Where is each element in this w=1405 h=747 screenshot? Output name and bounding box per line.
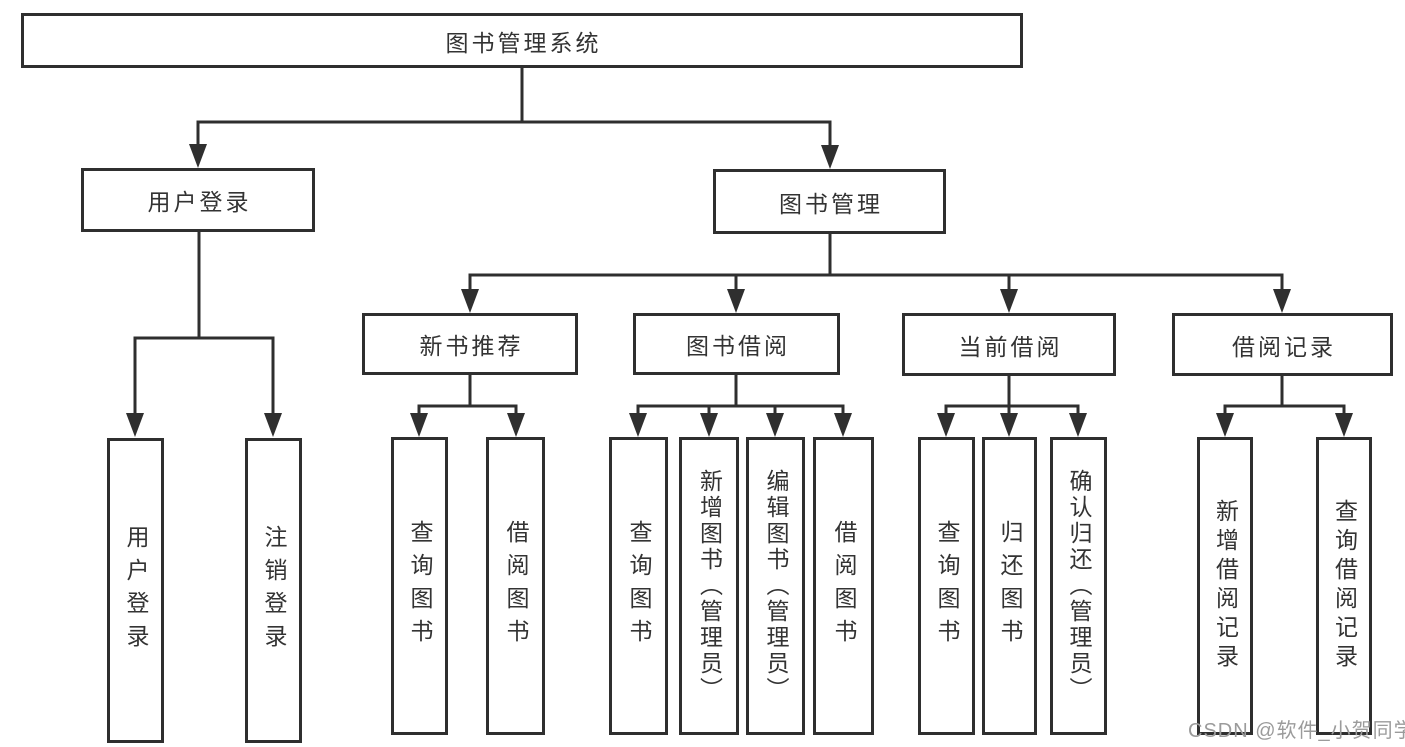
leaf-borrow-books-recommend: 借阅图书 [486,437,545,735]
node-new-book-recommend: 新书推荐 [362,313,578,375]
node-label: 查询图书 [626,520,652,652]
arrowhead-query-books-3 [937,413,955,437]
leaf-return-book: 归还图书 [982,437,1037,735]
leaf-query-books-borrow: 查询图书 [609,437,668,735]
node-book-borrow: 图书借阅 [633,313,840,375]
node-label: 新增借阅记录 [1212,499,1239,673]
node-label: 借阅图书 [503,520,529,652]
arrowhead-book-borrow [727,289,745,313]
leaf-user-login: 用户登录 [107,438,164,743]
node-label: 借阅记录 [1232,333,1336,360]
node-user-login: 用户登录 [81,168,315,232]
connector-user-login-branch [133,336,275,421]
connector-root-branch [196,120,832,151]
node-label: 查询图书 [934,520,960,652]
watermark: CSDN @软件_小贺同学 [1188,720,1405,742]
arrowhead-query-borrow-record [1335,413,1353,437]
node-book-management: 图书管理 [713,169,946,234]
node-label: 图书借阅 [686,333,790,359]
arrowhead-edit-book [766,413,784,437]
arrowhead-current-borrow [1000,289,1018,313]
node-label: 用户登录 [147,189,252,215]
node-label: 归还图书 [997,520,1023,652]
connector-new-book-recommend-branch [417,375,518,421]
node-label: 新书推荐 [419,333,524,359]
leaf-query-books-current: 查询图书 [918,437,975,735]
arrowhead-return-book [1000,413,1018,437]
node-label: 图书管理系统 [445,29,602,56]
node-label: 图书管理 [779,190,883,217]
node-label: 确认归还（管理员） [1066,469,1092,703]
node-label: 当前借阅 [958,333,1063,360]
leaf-add-book-admin: 新增图书（管理员） [679,437,739,735]
node-label: 注销登录 [261,524,287,657]
arrowhead-borrow-records [1273,289,1291,313]
node-label: 查询借阅记录 [1331,499,1358,673]
arrowhead-query-books-2 [629,413,647,437]
connector-book-management-branch [468,273,1284,293]
node-label: 借阅图书 [831,520,857,652]
leaf-add-borrow-record: 新增借阅记录 [1197,437,1253,735]
node-label: 编辑图书（管理员） [763,469,789,703]
node-current-borrow: 当前借阅 [902,313,1116,376]
leaf-logout: 注销登录 [245,438,302,743]
connector-book-borrow-branch [636,375,845,421]
leaf-query-borrow-record: 查询借阅记录 [1316,437,1372,735]
arrowhead-leaf-user-login [126,413,144,437]
arrowhead-add-book [700,413,718,437]
arrowhead-book-management [821,145,839,169]
leaf-borrow-books-borrow: 借阅图书 [813,437,874,735]
connector-borrow-records-branch [1223,376,1346,421]
leaf-edit-book-admin: 编辑图书（管理员） [746,437,805,735]
arrowhead-user-login [189,144,207,168]
node-library-management-system: 图书管理系统 [21,13,1023,68]
node-borrow-records: 借阅记录 [1172,313,1393,376]
arrowhead-confirm-return [1069,413,1087,437]
arrowhead-query-books-1 [410,413,428,437]
node-label: 新增图书（管理员） [696,469,723,703]
arrowhead-borrow-books-2 [834,413,852,437]
arrowhead-new-book-recommend [461,289,479,313]
leaf-query-books-recommend: 查询图书 [391,437,448,735]
leaf-confirm-return-admin: 确认归还（管理员） [1050,437,1107,735]
arrowhead-borrow-books-1 [507,413,525,437]
arrowhead-leaf-logout [264,413,282,437]
arrowhead-add-borrow-record [1216,413,1234,437]
node-label: 查询图书 [407,520,433,652]
node-label: 用户登录 [123,524,149,657]
